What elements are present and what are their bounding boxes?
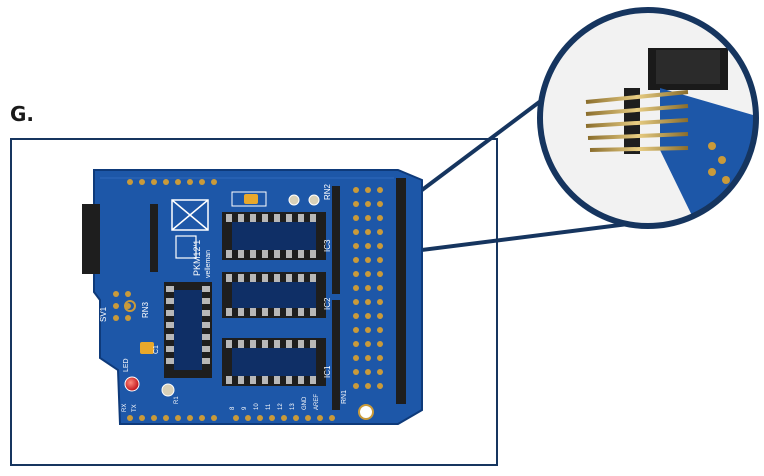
pin-label: 10 <box>254 403 260 410</box>
left-pin-header-icon <box>50 204 120 274</box>
d1-socket <box>164 282 212 378</box>
ic2-socket <box>222 272 326 318</box>
ic3-label: IC3 <box>323 239 332 252</box>
pin-label: 8 <box>230 406 236 410</box>
velleman-logo-area: PKM12'1 velleman <box>171 199 212 278</box>
rn1-label: RN1 <box>341 390 348 404</box>
rn3-resistor-network <box>150 204 158 272</box>
bottom-pin-labels: 8 9 10 11 12 13 GND AREF <box>230 394 320 410</box>
zoom-callout-icon <box>537 7 759 229</box>
pcb-board: 8 9 10 11 12 13 GND AREF <box>50 169 440 425</box>
sv1-pads <box>113 291 131 321</box>
ic1-socket <box>222 338 326 386</box>
bottom-header-holes <box>127 415 335 421</box>
led-icon <box>124 376 140 392</box>
r1-label: R1 <box>174 396 180 404</box>
pin-label: 9 <box>242 406 248 410</box>
capacitor-c1: C1 <box>140 342 160 354</box>
mounting-holes <box>124 300 374 420</box>
led-label: LED <box>123 358 130 372</box>
pin-label: GND <box>302 396 308 410</box>
right-pin-header-icon <box>353 178 440 404</box>
rn2-label: RN2 <box>323 183 332 200</box>
c1-label: C1 <box>153 345 160 354</box>
pin-label: 11 <box>266 403 272 410</box>
ic3-socket <box>222 212 326 260</box>
pin-label: 12 <box>278 403 284 410</box>
board-brand-label: velleman <box>205 250 212 278</box>
resistors-r2-r3 <box>288 194 320 206</box>
tx-label: TX <box>132 404 138 412</box>
step-label: G. <box>10 102 35 126</box>
board-model-label: PKM12'1 <box>192 240 202 276</box>
pin-label: 13 <box>290 403 296 410</box>
resistor-r1 <box>161 383 175 397</box>
sv1-label: SV1 <box>99 306 108 322</box>
pin-label: AREF <box>314 394 320 410</box>
right-socket-strips <box>332 186 340 410</box>
rx-label: RX <box>122 404 128 412</box>
rn3-label: RN3 <box>141 301 150 318</box>
ic2-label: IC2 <box>323 297 332 310</box>
ic1-label: IC1 <box>323 365 332 378</box>
top-header-holes <box>127 179 217 185</box>
capacitor-c2 <box>231 191 267 207</box>
